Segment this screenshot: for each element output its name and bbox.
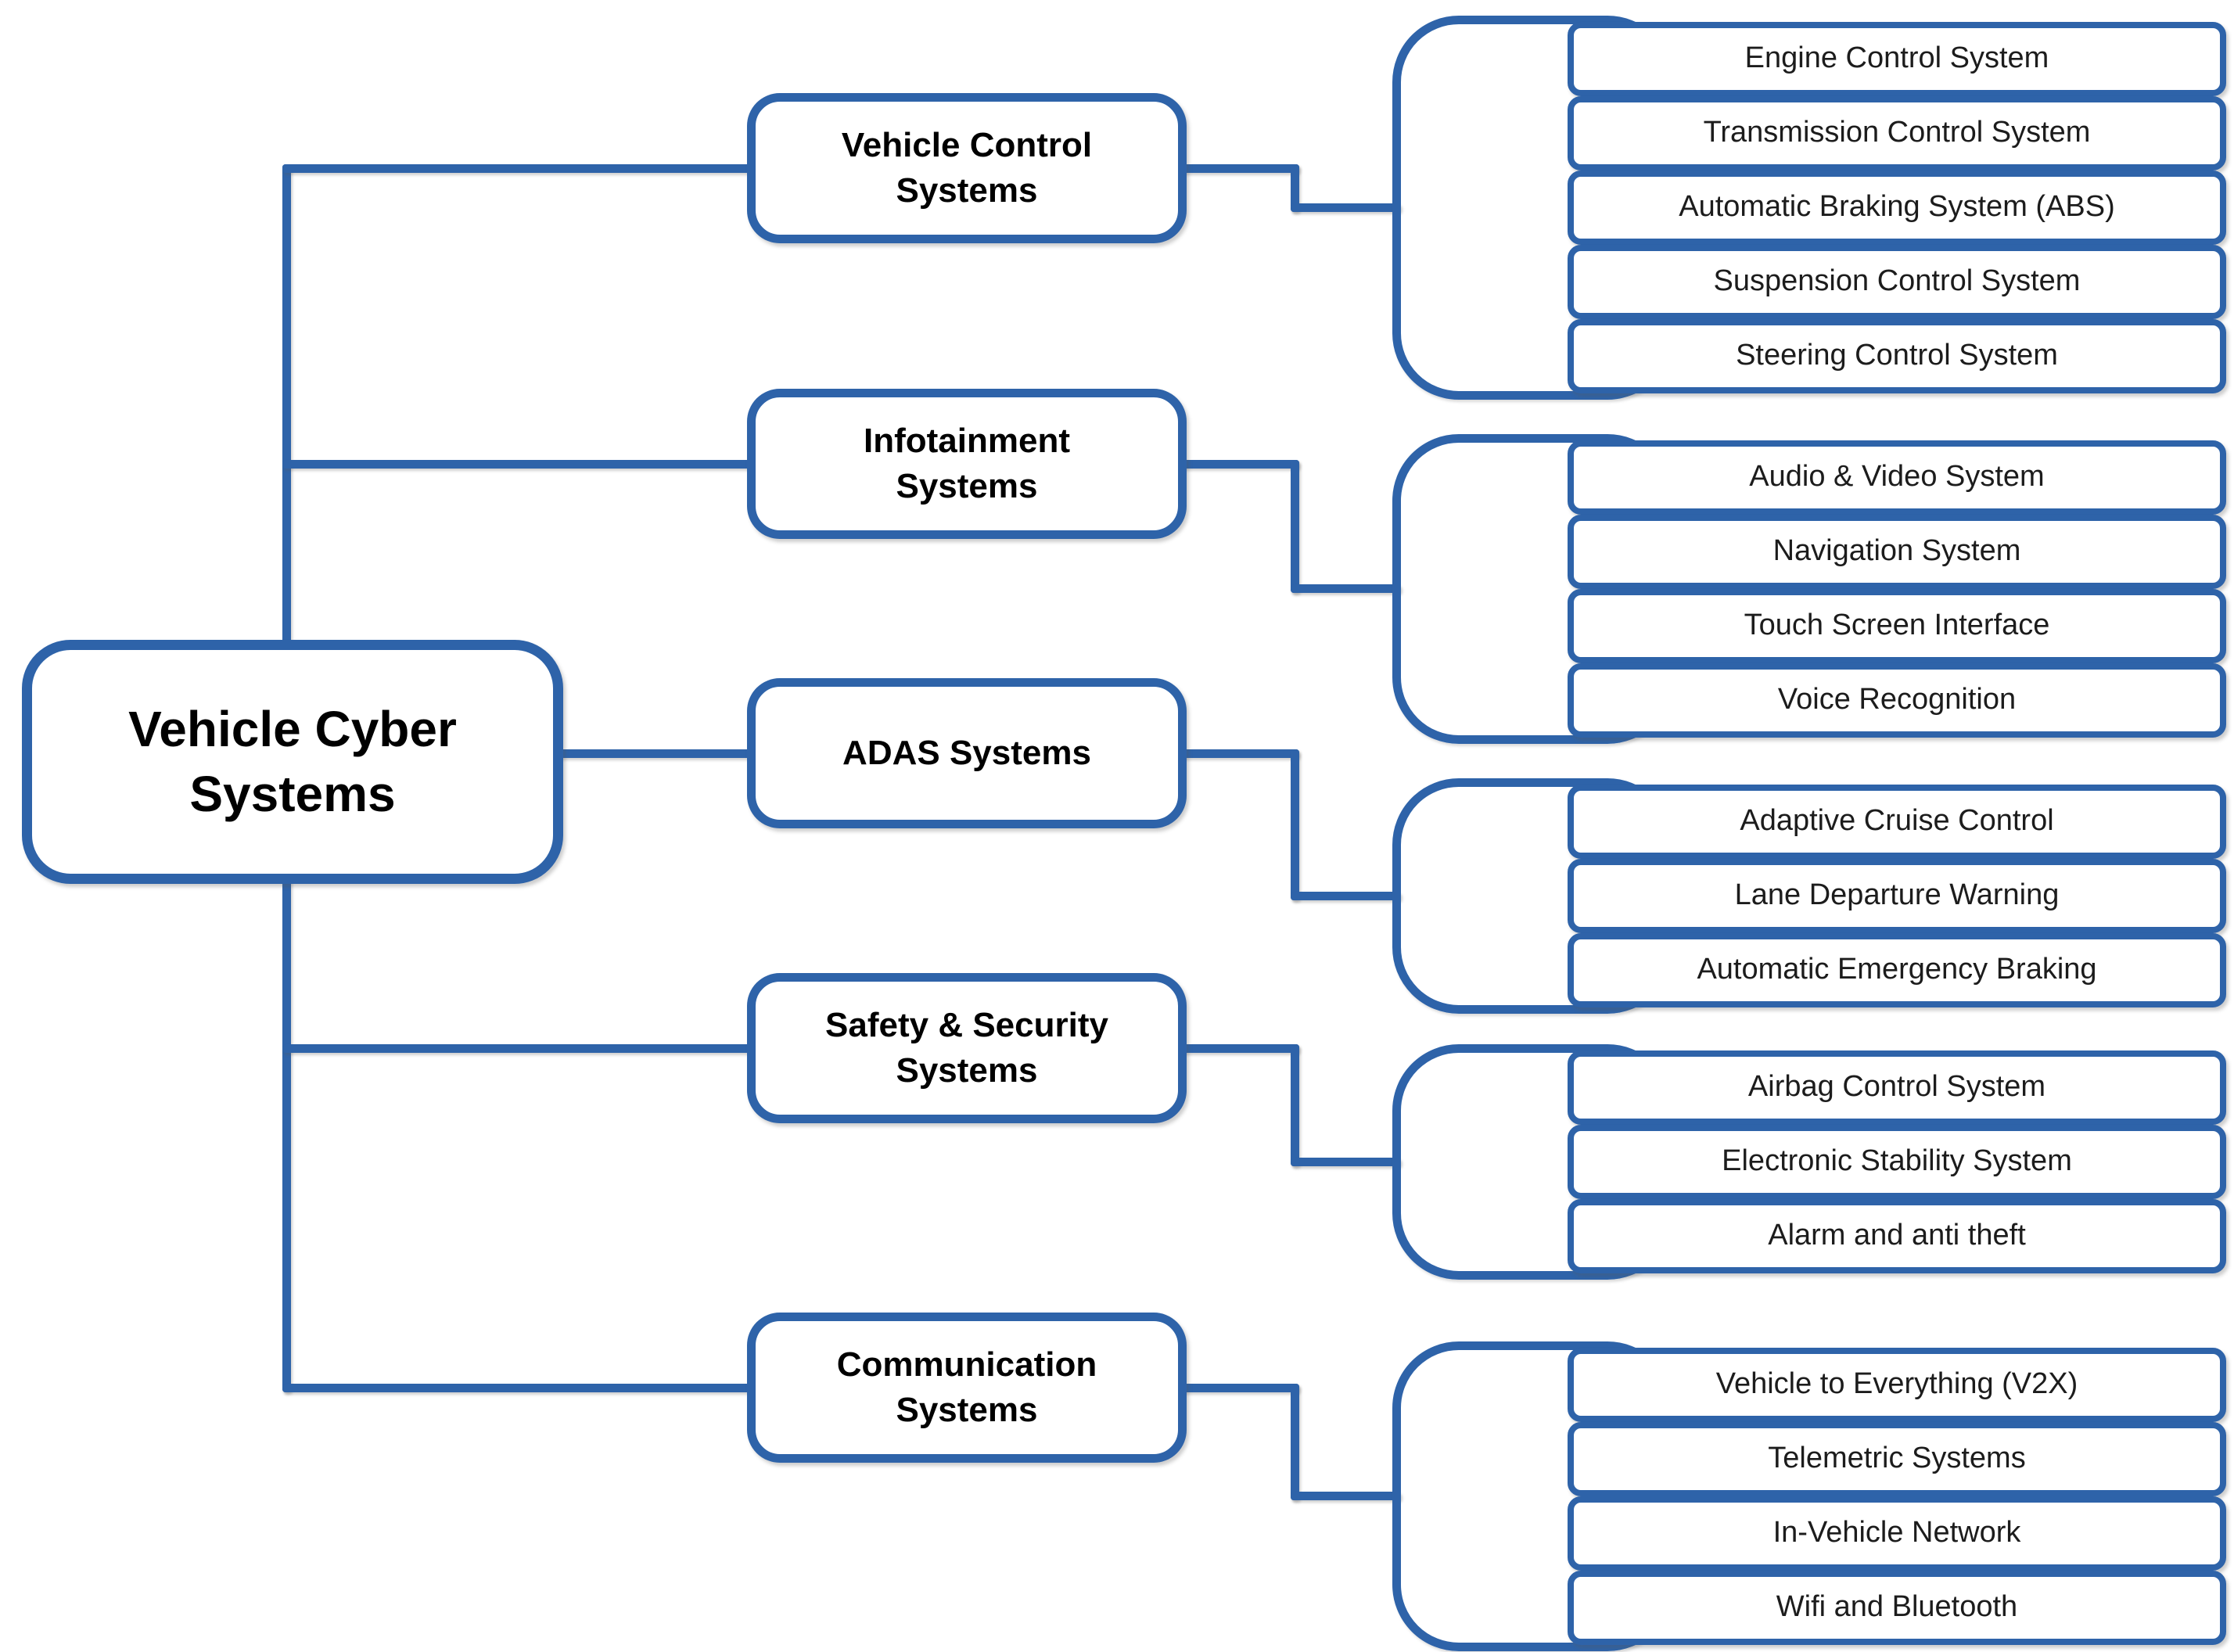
connector-line-adas-systems-in (1290, 891, 1401, 900)
leaf-node-touch-screen-interface-label: Touch Screen Interface (1744, 609, 2050, 642)
leaf-node-suspension-control-system-label: Suspension Control System (1713, 264, 2081, 298)
leaf-node-voice-recognition-label: Voice Recognition (1777, 683, 2017, 716)
leaf-node-vehicle-to-everything-v2x-label: Vehicle to Everything (V2X) (1715, 1367, 2078, 1401)
leaf-node-airbag-control-system[interactable]: Airbag Control System (1568, 1050, 2226, 1125)
branch-node-infotainment-systems[interactable]: Infotainment Systems (747, 389, 1187, 539)
leaf-node-adaptive-cruise-control[interactable]: Adaptive Cruise Control (1568, 784, 2226, 859)
leaf-node-alarm-and-anti-theft-label: Alarm and anti theft (1768, 1219, 2026, 1252)
leaf-node-lane-departure-warning-label: Lane Departure Warning (1734, 878, 2060, 912)
branch-node-communication-systems-label: Communication Systems (836, 1345, 1097, 1429)
connector-line-vehicle-control-systems-in (1290, 203, 1401, 212)
branch-node-vehicle-control-systems-label: Vehicle Control Systems (841, 125, 1093, 210)
leaf-node-electronic-stability-system[interactable]: Electronic Stability System (1568, 1124, 2226, 1199)
connector-line-communication-systems-out (1180, 1383, 1299, 1392)
connector-line-safety-and-security-systems-in (1290, 1157, 1401, 1166)
leaf-node-audio-and-video-system-label: Audio & Video System (1749, 460, 2045, 494)
leaf-node-engine-control-system[interactable]: Engine Control System (1568, 21, 2226, 96)
connector-line-trunk-communication-systems (282, 1383, 755, 1392)
leaf-node-navigation-system-label: Navigation System (1772, 534, 2021, 568)
leaf-node-transmission-control-system[interactable]: Transmission Control System (1568, 95, 2226, 171)
leaf-node-vehicle-to-everything-v2x[interactable]: Vehicle to Everything (V2X) (1568, 1347, 2226, 1422)
connector-line-infotainment-systems-step (1290, 459, 1299, 593)
branch-node-safety-and-security-systems-label: Safety & Security Systems (825, 1005, 1108, 1090)
connector-line-communication-systems-step (1290, 1383, 1299, 1500)
branch-node-communication-systems[interactable]: Communication Systems (747, 1313, 1187, 1463)
leaf-node-lane-departure-warning[interactable]: Lane Departure Warning (1568, 858, 2226, 933)
leaf-node-telemetric-systems[interactable]: Telemetric Systems (1568, 1421, 2226, 1496)
root-node[interactable]: Vehicle Cyber Systems (22, 640, 563, 884)
leaf-node-touch-screen-interface[interactable]: Touch Screen Interface (1568, 588, 2226, 663)
connector-line-infotainment-systems-in (1290, 584, 1401, 593)
leaf-node-steering-control-system[interactable]: Steering Control System (1568, 318, 2226, 393)
connector-line-trunk-safety-and-security-systems (282, 1043, 755, 1053)
leaf-node-automatic-braking-system-abs[interactable]: Automatic Braking System (ABS) (1568, 170, 2226, 245)
connector-line-adas-systems-out (1180, 749, 1299, 758)
leaf-node-electronic-stability-system-label: Electronic Stability System (1722, 1144, 2072, 1178)
branch-node-vehicle-control-systems[interactable]: Vehicle Control Systems (747, 93, 1187, 243)
leaf-node-transmission-control-system-label: Transmission Control System (1703, 116, 2091, 149)
branch-node-safety-and-security-systems[interactable]: Safety & Security Systems (747, 973, 1187, 1123)
root-label: Vehicle Cyber Systems (128, 700, 457, 822)
leaf-node-airbag-control-system-label: Airbag Control System (1747, 1070, 2046, 1104)
connector-line-trunk-vehicle-control-systems (282, 163, 755, 173)
leaf-node-in-vehicle-network[interactable]: In-Vehicle Network (1568, 1496, 2226, 1571)
leaf-node-alarm-and-anti-theft[interactable]: Alarm and anti theft (1568, 1198, 2226, 1273)
leaf-node-steering-control-system-label: Steering Control System (1736, 339, 2058, 372)
connector-line-root-adas-systems (558, 749, 755, 758)
leaf-node-suspension-control-system[interactable]: Suspension Control System (1568, 244, 2226, 319)
branch-node-adas-systems[interactable]: ADAS Systems (747, 678, 1187, 828)
connector-line-safety-and-security-systems-step (1290, 1043, 1299, 1166)
connector-line-vehicle-control-systems-step (1290, 163, 1299, 212)
leaf-node-automatic-emergency-braking-label: Automatic Emergency Braking (1697, 953, 2097, 986)
leaf-node-adaptive-cruise-control-label: Adaptive Cruise Control (1740, 804, 2054, 838)
connector-line-communication-systems-in (1290, 1492, 1401, 1500)
leaf-node-automatic-emergency-braking[interactable]: Automatic Emergency Braking (1568, 932, 2226, 1007)
leaf-node-telemetric-systems-label: Telemetric Systems (1768, 1442, 2026, 1475)
leaf-node-wifi-and-bluetooth-label: Wifi and Bluetooth (1776, 1590, 2018, 1624)
branch-node-infotainment-systems-label: Infotainment Systems (864, 421, 1070, 505)
connector-line-trunk-infotainment-systems (282, 459, 755, 469)
leaf-node-audio-and-video-system[interactable]: Audio & Video System (1568, 440, 2226, 515)
leaf-node-in-vehicle-network-label: In-Vehicle Network (1772, 1516, 2021, 1550)
connector-line-infotainment-systems-out (1180, 459, 1299, 469)
branch-node-adas-systems-label: ADAS Systems (842, 733, 1091, 772)
connector-line-adas-systems-step (1290, 749, 1299, 900)
connector-line-safety-and-security-systems-out (1180, 1043, 1299, 1053)
leaf-node-automatic-braking-system-abs-label: Automatic Braking System (ABS) (1679, 190, 2115, 224)
leaf-node-navigation-system[interactable]: Navigation System (1568, 514, 2226, 589)
leaf-node-wifi-and-bluetooth[interactable]: Wifi and Bluetooth (1568, 1570, 2226, 1645)
connector-line-vehicle-control-systems-out (1180, 163, 1299, 173)
leaf-node-voice-recognition[interactable]: Voice Recognition (1568, 663, 2226, 738)
leaf-node-engine-control-system-label: Engine Control System (1744, 41, 2049, 75)
